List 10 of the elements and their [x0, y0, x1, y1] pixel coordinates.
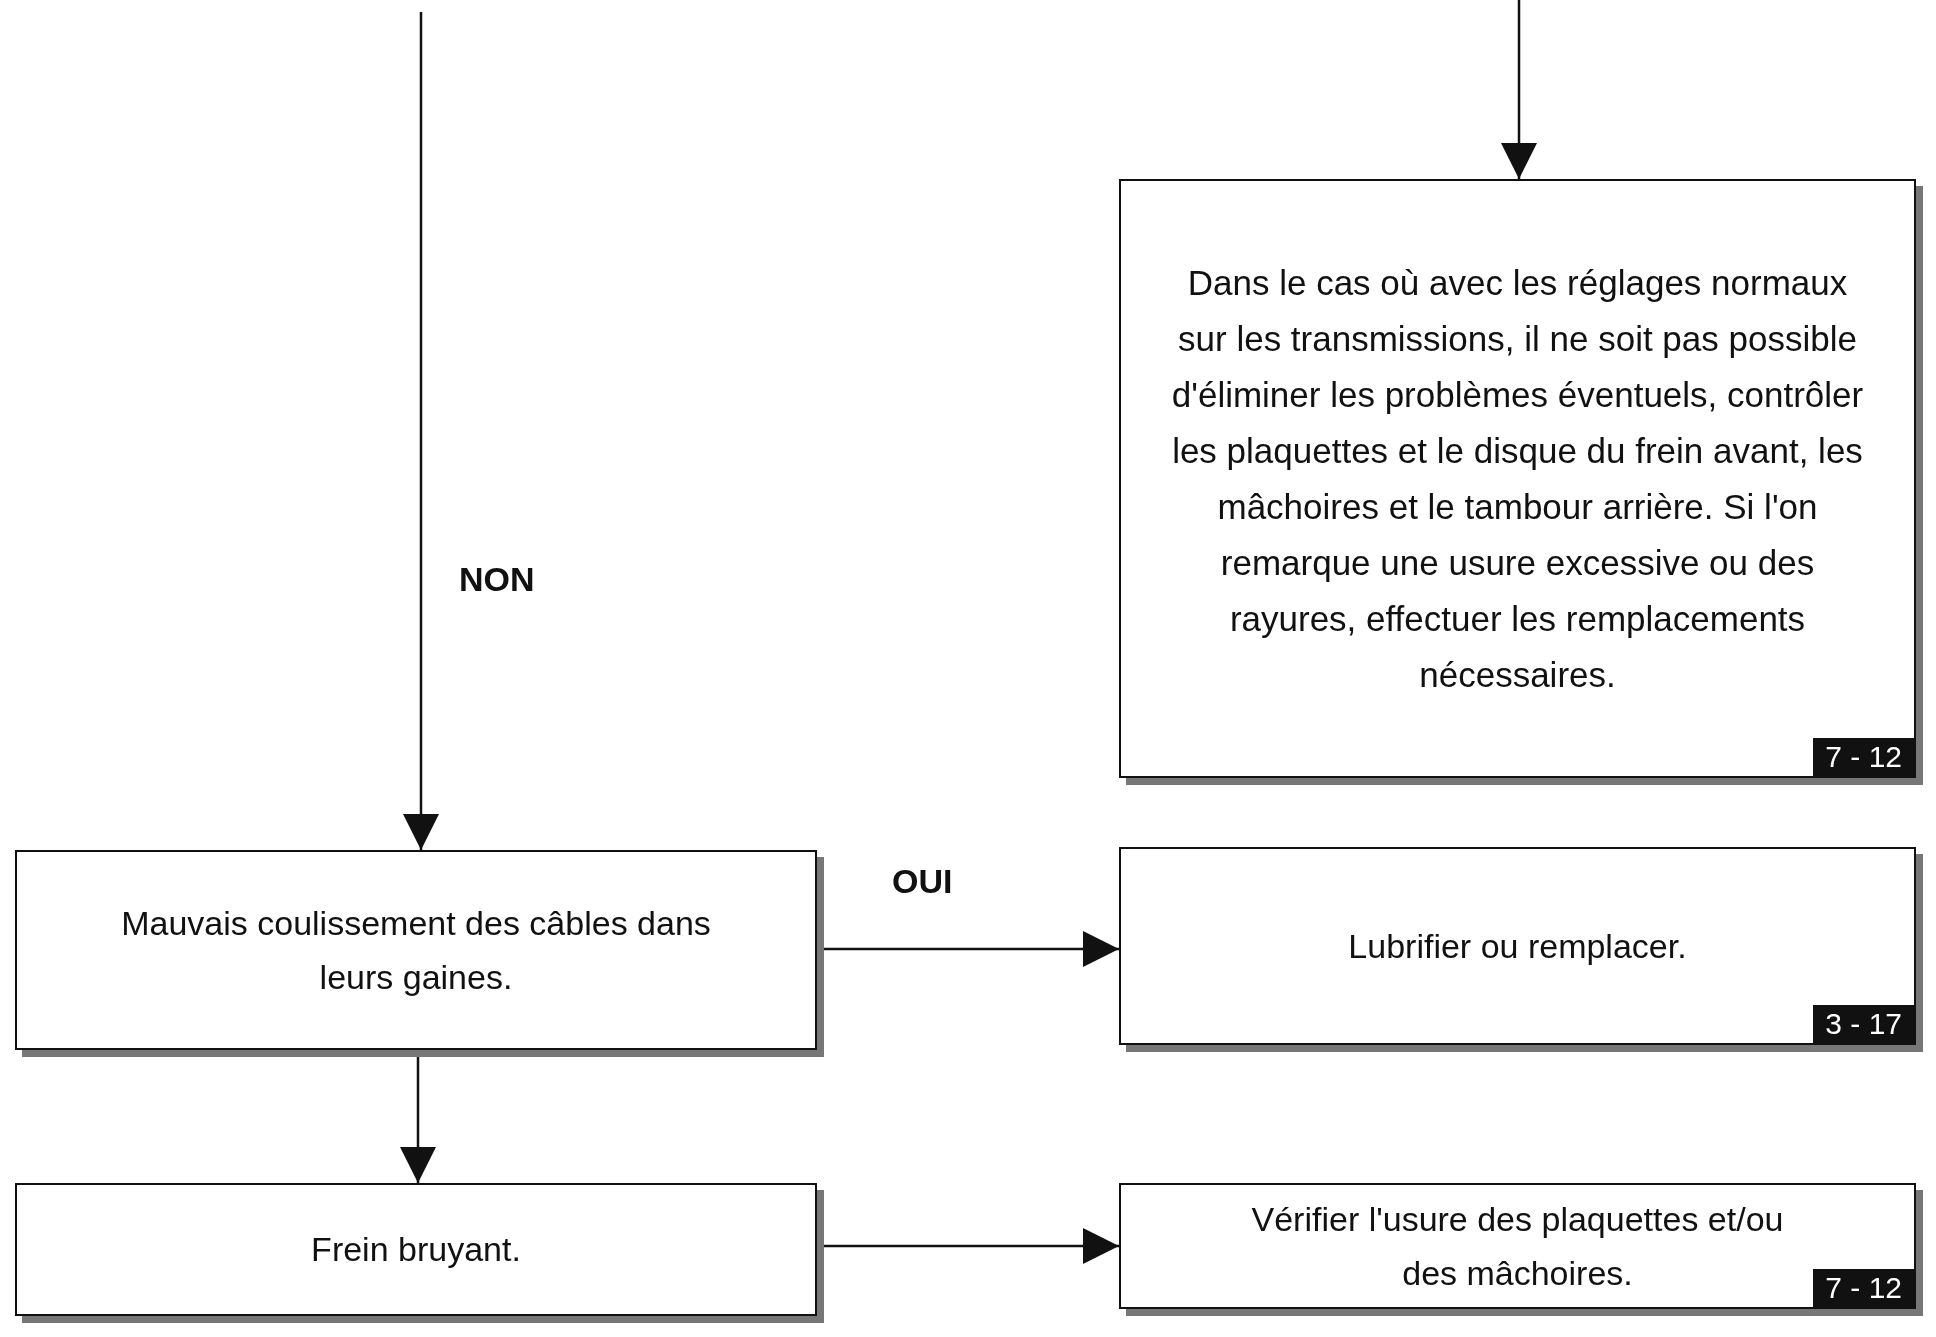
box-text: Frein bruyant.	[311, 1229, 521, 1271]
page-reference: 3 - 17	[1813, 1005, 1914, 1043]
box-text: Dans le cas où avec les réglages normaux sur les transmissions, il ne soit pas possible d'éliminer les problèmes éventuels, contrôler les plaquettes et le disque du frein avant, les mâchoires et le tambour arrière. Si l'on remarque une usure excessive ou des rayures, effectuer les remplacements nécessaires.	[1170, 261, 1865, 696]
box-text: Vérifier l'usure des plaquettes et/ou des mâchoires.	[1250, 1198, 1785, 1294]
box-text: Lubrifier ou remplacer.	[1348, 925, 1687, 967]
page-reference: 7 - 12	[1813, 738, 1914, 776]
page-reference: 7 - 12	[1813, 1269, 1914, 1307]
box-text: Mauvais coulissement des câbles dans leurs gaines.	[120, 902, 712, 998]
arrow	[403, 12, 439, 850]
arrow	[1501, 0, 1537, 179]
